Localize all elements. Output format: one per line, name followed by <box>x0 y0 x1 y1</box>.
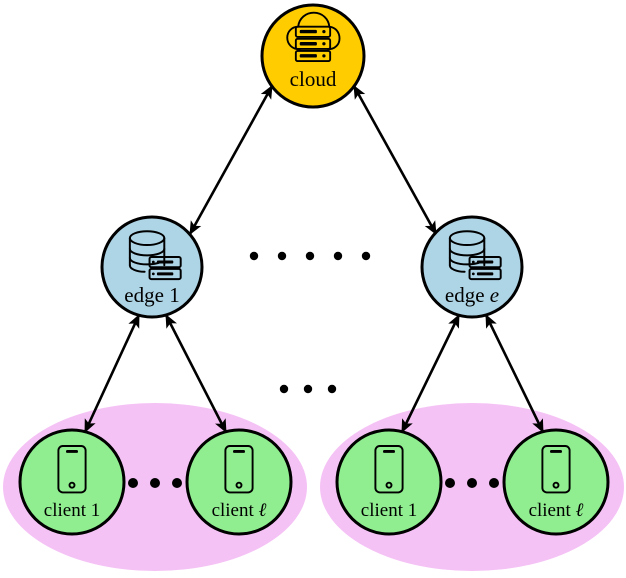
client-label-prefix: client <box>529 500 572 521</box>
edge-ellipsis <box>249 251 371 261</box>
link-edge-e-client-l <box>484 314 545 433</box>
edge-node-1-label-prefix: edge <box>124 283 164 307</box>
client-node-left-l[interactable]: client ℓ <box>185 428 293 536</box>
edge-node-e-label: edge e <box>445 283 499 307</box>
right-client-group: client 1 client ℓ <box>335 428 610 536</box>
edge-node-1-label-index: 1 <box>169 283 180 307</box>
client-node-right-1-label: client 1 <box>361 500 417 521</box>
client-node-right-1[interactable]: client 1 <box>335 428 443 536</box>
link-edge-e-client-1 <box>400 314 461 433</box>
cloud-node[interactable]: cloud <box>260 3 366 109</box>
edge-node-1-label: edge 1 <box>124 283 179 307</box>
client-node-left-1[interactable]: client 1 <box>18 428 126 536</box>
client-label-index: ℓ <box>576 500 584 521</box>
client-node-right-l[interactable]: client ℓ <box>502 428 610 536</box>
link-cloud-edge-e <box>352 85 438 235</box>
client-label-prefix: client <box>212 500 255 521</box>
client-node-right-l-label: client ℓ <box>529 500 584 521</box>
link-edge-1-client-l <box>164 314 228 433</box>
client-label-prefix: client <box>44 500 87 521</box>
link-edge-1-client-1 <box>83 314 141 433</box>
right-group-inner-ellipsis <box>445 478 499 488</box>
link-cloud-edge-1 <box>188 85 274 235</box>
cloud-node-label: cloud <box>290 67 337 91</box>
client-label-index: 1 <box>91 500 101 521</box>
client-label-index: 1 <box>408 500 418 521</box>
left-client-group: client 1 client ℓ <box>18 428 293 536</box>
client-group-ellipsis <box>279 384 337 394</box>
left-group-inner-ellipsis <box>128 478 182 488</box>
edge-node-e[interactable]: edge e <box>420 215 524 319</box>
edge-node-e-label-index: e <box>490 283 499 307</box>
client-label-index: ℓ <box>259 500 267 521</box>
client-node-left-l-label: client ℓ <box>212 500 267 521</box>
link-group <box>83 85 545 433</box>
edge-node-1[interactable]: edge 1 <box>100 215 204 319</box>
client-node-left-1-label: client 1 <box>44 500 100 521</box>
client-label-prefix: client <box>361 500 404 521</box>
edge-node-e-label-prefix: edge <box>445 283 485 307</box>
